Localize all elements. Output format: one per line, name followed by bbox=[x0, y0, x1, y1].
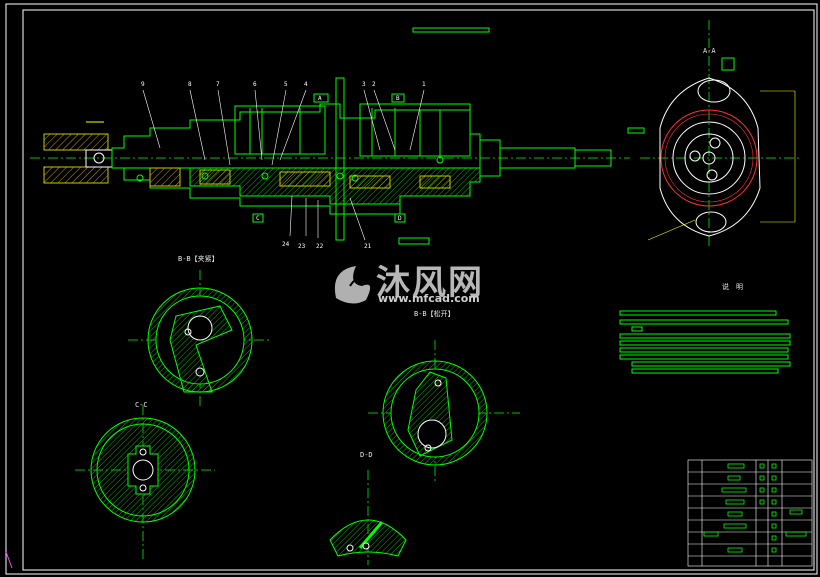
balloon-5: 5 bbox=[284, 81, 288, 88]
section-mark-d: D bbox=[398, 215, 402, 222]
watermark-logo-icon bbox=[334, 266, 371, 304]
balloon-3: 3 bbox=[362, 81, 366, 88]
label-b-b-release: B-B【松开】 bbox=[414, 310, 455, 318]
main-assembly bbox=[30, 77, 645, 245]
inner-frame bbox=[22, 9, 815, 571]
balloon-7: 7 bbox=[216, 81, 220, 88]
section-mark-b: B bbox=[396, 95, 400, 102]
balloon-1: 1 bbox=[422, 81, 426, 88]
label-a-a: A-A bbox=[703, 47, 716, 55]
label-b-b-clamp: B-B【夹紧】 bbox=[178, 255, 219, 263]
section-mark-c: C bbox=[256, 215, 260, 222]
balloon-23: 23 bbox=[298, 243, 306, 250]
section-mark-a: A bbox=[318, 95, 322, 102]
corner-tick bbox=[5, 551, 13, 569]
notes-block bbox=[619, 310, 791, 374]
watermark-brand: 沐风网 bbox=[376, 263, 484, 303]
label-d-d: D-D bbox=[360, 451, 373, 459]
title-block-entries bbox=[703, 463, 807, 553]
view-d-d bbox=[329, 470, 407, 565]
watermark-url: www.mfcad.com bbox=[378, 292, 480, 305]
balloon-6: 6 bbox=[253, 81, 257, 88]
outer-frame bbox=[5, 3, 818, 575]
balloon-4: 4 bbox=[304, 81, 308, 88]
balloon-21: 21 bbox=[364, 243, 372, 250]
balloon-9: 9 bbox=[141, 81, 145, 88]
balloon-2: 2 bbox=[372, 81, 376, 88]
label-c-c: C-C bbox=[135, 401, 148, 409]
view-b-b-clamp bbox=[128, 270, 272, 408]
watermark: 沐风网 bbox=[376, 266, 484, 300]
view-a-a bbox=[640, 20, 800, 248]
view-c-c bbox=[75, 405, 215, 560]
balloon-22: 22 bbox=[316, 243, 324, 250]
title-dash bbox=[412, 27, 490, 33]
balloon-24: 24 bbox=[282, 241, 290, 248]
title-block bbox=[687, 459, 813, 567]
balloon-8: 8 bbox=[188, 81, 192, 88]
label-notes: 说 明 bbox=[722, 283, 743, 291]
view-b-b-release bbox=[368, 340, 520, 482]
